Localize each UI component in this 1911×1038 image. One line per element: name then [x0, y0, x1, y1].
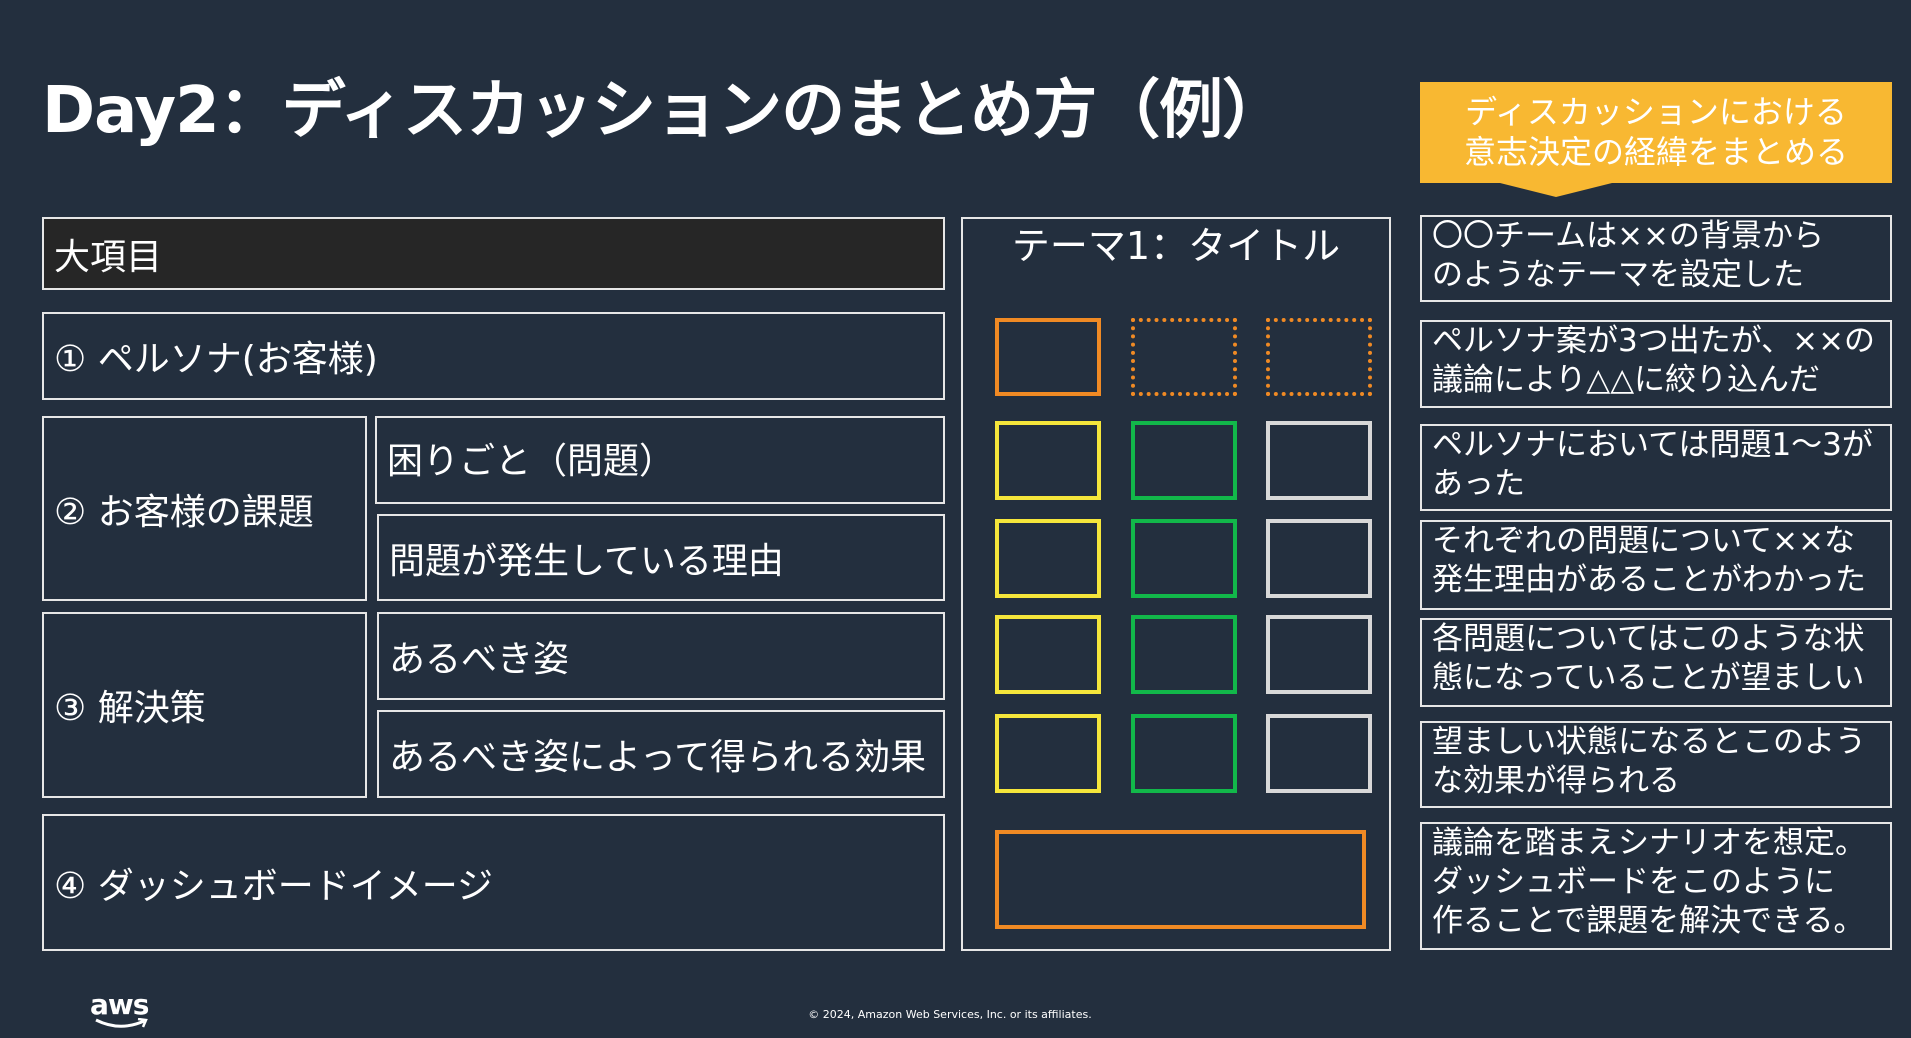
solution-sub-ideal: あるべき姿	[377, 612, 945, 700]
note-theme: 〇〇チームは××の背景から のようなテーマを設定した	[1420, 215, 1892, 302]
theme-panel	[961, 217, 1391, 951]
theme-cell-candidate	[1266, 318, 1372, 396]
theme-cell-candidate	[1131, 318, 1237, 396]
note-problem: ペルソナにおいては問題1～3が あった	[1420, 424, 1892, 511]
issue-sub-problem: 困りごと（問題）	[375, 416, 945, 504]
theme-cell	[1131, 615, 1237, 694]
callout-banner: ディスカッションにおける 意志決定の経緯をまとめる	[1420, 82, 1892, 183]
theme-cell	[1131, 519, 1237, 598]
note-dashboard: 議論を踏まえシナリオを想定。 ダッシュボードをこのように 作ることで課題を解決で…	[1420, 822, 1892, 950]
note-ideal: 各問題についてはこのような状 態になっていることが望ましい	[1420, 618, 1892, 707]
theme-cell	[1266, 519, 1372, 598]
theme-cell	[1266, 714, 1372, 793]
aws-logo-text: aws	[90, 988, 149, 1021]
copyright: © 2024, Amazon Web Services, Inc. or its…	[808, 1008, 1092, 1021]
theme-cell	[995, 519, 1101, 598]
persona-item: ① ペルソナ(お客様)	[42, 312, 945, 400]
issue-sub-reason: 問題が発生している理由	[377, 514, 945, 601]
theme-dashboard-box	[995, 830, 1366, 929]
theme-cell	[1266, 421, 1372, 500]
header-item: 大項目	[42, 217, 945, 290]
callout-line-1: ディスカッションにおける	[1465, 93, 1847, 131]
issue-item: ② お客様の課題	[42, 416, 367, 601]
callout-line-2: 意志決定の経緯をまとめる	[1463, 133, 1848, 171]
note-reason: それぞれの問題について××な 発生理由があることがわかった	[1420, 520, 1892, 610]
note-persona: ペルソナ案が3つ出たが、××の 議論により△△に絞り込んだ	[1420, 320, 1892, 408]
page-title: Day2：ディスカッションのまとめ方（例）	[42, 74, 1286, 148]
note-effect: 望ましい状態になるとこのよう な効果が得られる	[1420, 721, 1892, 808]
theme-cell	[1266, 615, 1372, 694]
theme-cell	[995, 421, 1101, 500]
solution-item: ③ 解決策	[42, 612, 367, 798]
theme-cell	[1131, 421, 1237, 500]
aws-smile-icon	[95, 1018, 148, 1028]
theme-cell	[1131, 714, 1237, 793]
theme-title: テーマ1：タイトル	[1011, 224, 1341, 268]
solution-sub-effect: あるべき姿によって得られる効果	[377, 710, 945, 798]
dashboard-item: ④ ダッシュボードイメージ	[42, 814, 945, 951]
theme-cell-selected	[995, 318, 1101, 396]
theme-cell	[995, 615, 1101, 694]
aws-logo: aws	[90, 988, 156, 1032]
callout-pointer	[1496, 182, 1616, 197]
theme-cell	[995, 714, 1101, 793]
